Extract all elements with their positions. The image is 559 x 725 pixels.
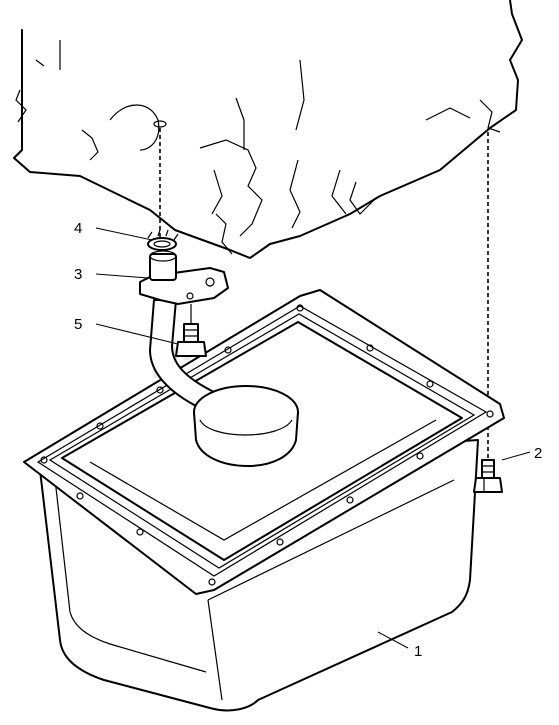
oil-pan — [23, 289, 505, 712]
leader-5 — [95, 323, 179, 345]
callout-5: 5 — [74, 316, 82, 333]
leader-1 — [377, 631, 409, 649]
callout-1: 1 — [414, 643, 422, 660]
oil-strainer — [139, 250, 299, 467]
strainer-screw — [175, 304, 207, 357]
callout-2: 2 — [534, 445, 542, 462]
flange-bolt-holes — [40, 304, 494, 586]
leader-3 — [95, 273, 149, 279]
leader-4 — [95, 227, 153, 241]
o-ring — [147, 229, 179, 251]
engine-block — [13, 0, 523, 259]
callout-3: 3 — [74, 266, 82, 283]
callout-leaders — [95, 227, 531, 649]
pan-bolt — [473, 459, 503, 493]
leader-2 — [501, 451, 531, 461]
callout-4: 4 — [74, 220, 82, 237]
